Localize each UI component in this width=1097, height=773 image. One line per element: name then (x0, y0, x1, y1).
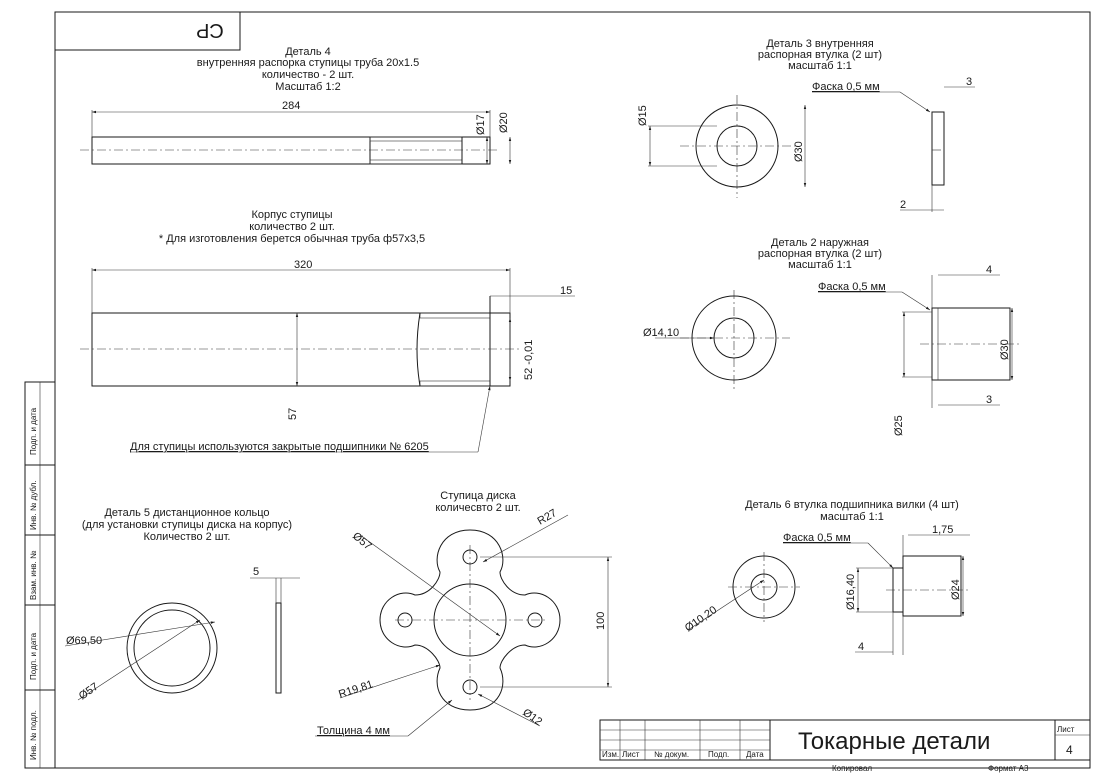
detail6-title-2: масштаб 1:1 (820, 511, 884, 523)
detail2-view: Деталь 2 наружная распорная втулка (2 шт… (643, 237, 1020, 436)
hub-bearing-note: Для ступицы используются закрытые подшип… (130, 441, 429, 453)
code-box (54, 11, 241, 51)
title-block: Изм. Лист № докум. Подп. Дата Токарные д… (599, 719, 1091, 773)
hub-title-3: * Для изготовления берется обычная труба… (159, 233, 425, 245)
detail5-title-1: Деталь 5 дистанционное кольцо (104, 507, 269, 519)
disc-hub-dim-r19: R19,81 (337, 678, 374, 700)
detail3-dim-d15: Ø15 (637, 105, 649, 126)
detail3-chamfer: Фаска 0,5 мм (812, 81, 880, 93)
drawing-title: Токарные детали (798, 728, 990, 755)
sheet-code: СР (196, 19, 224, 41)
detail3-title-3: масштаб 1:1 (788, 60, 852, 72)
side-label-3: Взам. инв. № (29, 550, 38, 600)
detail4-view: Деталь 4 внутренняя распорка ступицы тру… (80, 46, 512, 165)
detail6-dim-d16: Ø16,40 (845, 574, 857, 610)
detail6-dim-d24: Ø24 (950, 579, 962, 600)
detail2-title-2: распорная втулка (2 шт) (758, 248, 882, 260)
detail2-chamfer: Фаска 0,5 мм (818, 281, 886, 293)
detail2-dim-4: 4 (986, 264, 992, 276)
detail2-dim-d30: Ø30 (999, 339, 1011, 360)
disc-hub-dim-d57: Ø57 (350, 530, 374, 553)
disc-hub-title-2: количесвто 2 шт. (435, 502, 520, 514)
detail3-dim-2: 2 (900, 199, 906, 211)
disc-hub-thickness: Толщина 4 мм (317, 725, 390, 737)
disc-hub-view: Ступица диска количесвто 2 шт. Ø57 R27 1… (315, 490, 612, 737)
detail3-title-1: Деталь 3 внутренняя (766, 38, 873, 50)
disc-hub-dim-d12: Ø12 (520, 707, 544, 729)
detail2-title-1: Деталь 2 наружная (771, 237, 869, 249)
copied-label: Копировал (832, 764, 872, 773)
detail3-title-2: распорная втулка (2 шт) (758, 49, 882, 61)
col-izm: Изм. (602, 750, 619, 759)
detail5-title-3: Количество 2 шт. (143, 531, 230, 543)
side-label-1: Подп. и дата (29, 407, 38, 455)
detail2-dim-3: 3 (986, 394, 992, 406)
side-strip: Подп. и дата Инв. № дубл. Взам. инв. № П… (24, 381, 56, 769)
detail2-dim-d14: Ø14,10 (643, 327, 679, 339)
col-sign: Подп. (708, 750, 729, 759)
detail3-dim-d30: Ø30 (793, 141, 805, 162)
sheet-number: 4 (1066, 743, 1073, 757)
detail6-dim-175: 1,75 (932, 524, 953, 536)
detail4-title-4: Масштаб 1:2 (275, 81, 340, 93)
detail4-title-1: Деталь 4 (285, 46, 331, 58)
side-label-5: Инв. № подл. (29, 710, 38, 760)
detail2-title-3: масштаб 1:1 (788, 259, 852, 271)
detail4-dim-length: 284 (282, 100, 300, 112)
detail4-title-2: внутренняя распорка ступицы труба 20х1.5 (197, 57, 419, 69)
detail6-dim-d10: Ø10,20 (683, 604, 719, 635)
detail6-chamfer: Фаска 0,5 мм (783, 532, 851, 544)
detail5-dim-5: 5 (253, 566, 259, 578)
format-label: Формат А3 (988, 764, 1029, 773)
hub-body-view: Корпус ступицы количество 2 шт. * Для из… (80, 209, 575, 453)
detail3-dim-3: 3 (966, 76, 972, 88)
disc-hub-title-1: Ступица диска (440, 490, 516, 502)
detail6-dim-4: 4 (858, 641, 864, 653)
sheet-label: Лист (1057, 725, 1075, 734)
disc-hub-dim-r27: R27 (536, 507, 559, 527)
detail5-view: Деталь 5 дистанционное кольцо (для устан… (64, 507, 300, 703)
sheet-frame: СР (54, 11, 1091, 769)
detail3-view: Деталь 3 внутренняя распорная втулка (2 … (637, 38, 975, 212)
side-label-2: Инв. № дубл. (29, 480, 38, 530)
detail5-dim-d57: Ø57 (77, 681, 101, 703)
hub-title-1: Корпус ступицы (251, 209, 332, 221)
detail6-view: Деталь 6 втулка подшипника вилки (4 шт) … (683, 499, 970, 655)
col-list: Лист (622, 750, 640, 759)
col-doc: № докум. (654, 750, 689, 759)
side-label-4: Подп. и дата (29, 632, 38, 680)
detail4-dim-d20: Ø20 (498, 112, 510, 133)
hub-title-2: количество 2 шт. (249, 221, 335, 233)
detail2-dim-d25: Ø25 (893, 415, 905, 436)
hub-dim-52: 52 -0,01 (523, 340, 535, 380)
col-date: Дата (746, 750, 764, 759)
detail4-title-3: количество - 2 шт. (262, 69, 354, 81)
hub-dim-length: 320 (294, 259, 312, 271)
detail6-title-1: Деталь 6 втулка подшипника вилки (4 шт) (745, 499, 959, 511)
disc-hub-dim-100: 100 (595, 612, 607, 630)
hub-dim-57: 57 (287, 408, 299, 420)
hub-dim-15: 15 (560, 285, 572, 297)
detail5-dim-d69: Ø69,50 (66, 635, 102, 647)
detail4-dim-d17: Ø17 (475, 114, 487, 135)
detail5-title-2: (для установки ступицы диска на корпус) (82, 519, 292, 531)
